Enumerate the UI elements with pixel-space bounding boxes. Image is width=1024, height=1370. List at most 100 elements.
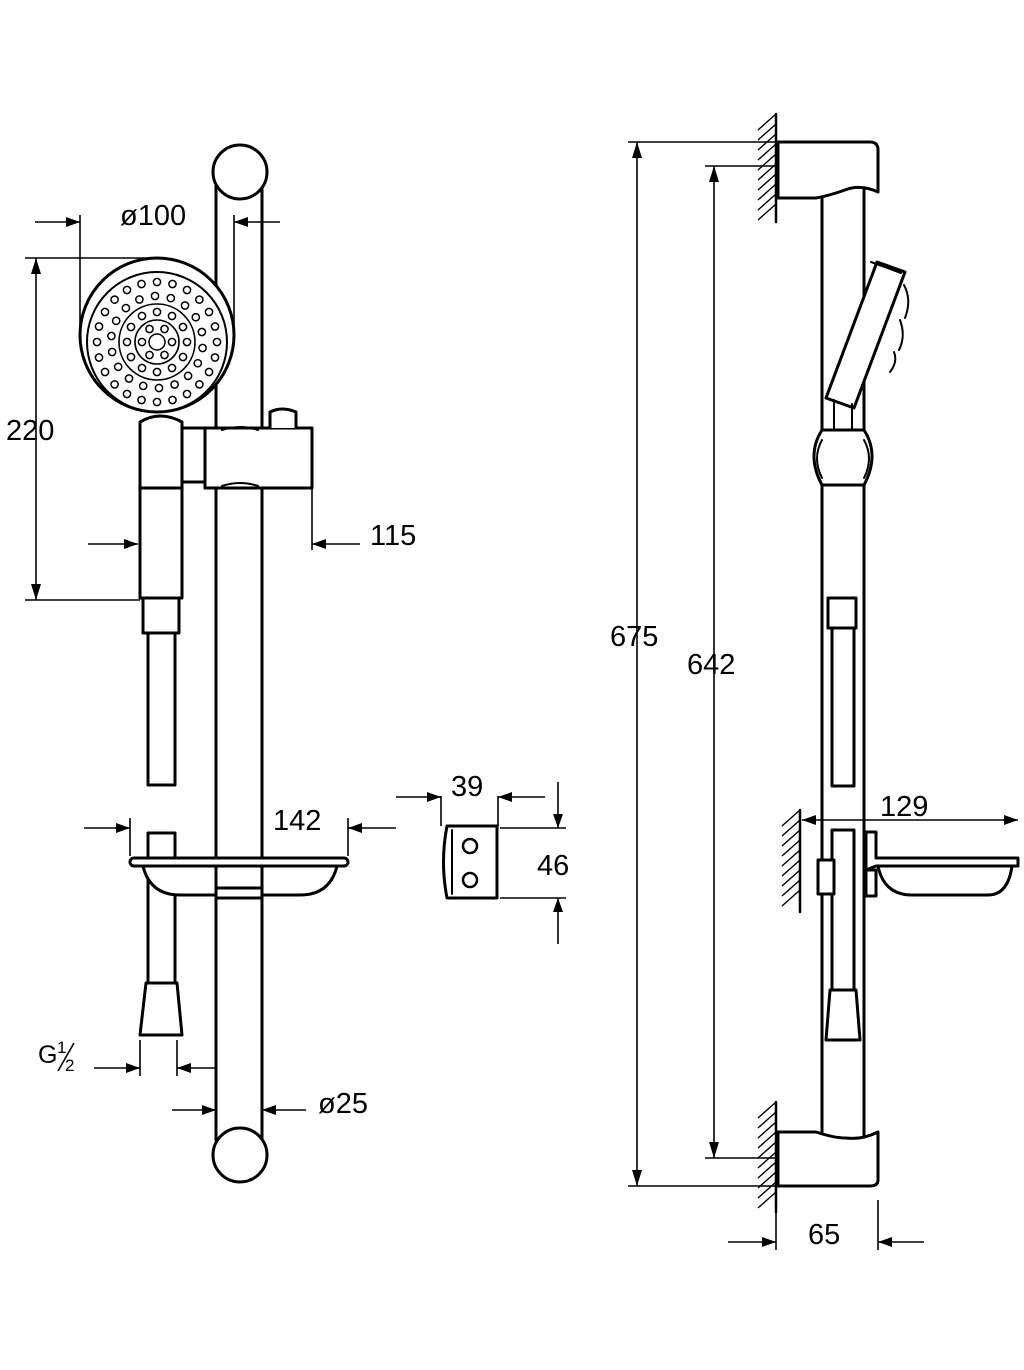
nozzle-hole — [182, 337, 192, 347]
hatch-line — [757, 193, 777, 211]
hatch-line — [781, 869, 801, 887]
side-holder — [812, 399, 874, 487]
hatch-line — [757, 1101, 777, 1119]
nozzle-hole — [100, 367, 110, 377]
nozzle-hole — [137, 363, 147, 373]
hatch-line — [757, 1131, 777, 1149]
nozzle-hole — [180, 301, 190, 310]
dim-bracket-width — [396, 792, 545, 826]
label-dish-depth: 129 — [880, 791, 928, 823]
nozzle-hole — [110, 380, 119, 389]
nozzle-hole — [154, 383, 164, 393]
nozzle-hole — [204, 307, 214, 317]
hatch-line — [781, 829, 801, 847]
side-bottom-bracket — [776, 1130, 880, 1188]
wall-hatch-middle — [781, 808, 802, 914]
hatch-line — [757, 1181, 777, 1199]
dim-wall-offset — [728, 1200, 924, 1250]
nozzle-hole — [170, 380, 179, 389]
nozzle-hole — [160, 324, 169, 334]
hatch-line — [781, 839, 801, 857]
dim-total-height — [628, 141, 776, 1187]
hatch-line — [757, 203, 777, 221]
nozzle-hole — [210, 322, 220, 331]
dim-rail-diameter — [172, 1105, 306, 1115]
nozzle-hole — [152, 367, 162, 377]
nozzle-hole — [107, 347, 117, 357]
nozzle-holes — [92, 277, 222, 407]
label-head-diameter: ø100 — [120, 200, 186, 232]
dim-bracket-height — [500, 782, 566, 944]
nozzle-hole — [145, 324, 154, 334]
nozzle-hole — [167, 311, 177, 321]
nozzle-hole — [100, 307, 110, 317]
nozzle-hole — [178, 352, 188, 362]
hatch-line — [757, 1191, 777, 1209]
side-hose — [824, 596, 862, 1042]
nozzle-hole — [94, 353, 104, 362]
nozzle-hole — [193, 358, 203, 368]
dim-thread — [94, 1040, 216, 1076]
front-soap-dish — [128, 856, 350, 900]
hatch-line — [781, 879, 801, 897]
hatch-line — [781, 859, 801, 877]
nozzle-hole — [111, 316, 121, 326]
front-holder — [138, 407, 314, 495]
hatch-line — [757, 123, 777, 141]
label-thread: G 1 2 — [38, 1038, 75, 1075]
front-rail — [211, 143, 269, 1184]
nozzle-hole — [145, 350, 154, 360]
bracket-detail: 39 46 — [396, 771, 569, 944]
wall-hatch-bottom — [757, 1100, 778, 1214]
nozzle-hole — [204, 367, 214, 377]
hatch-line — [781, 809, 801, 827]
nozzle-hole — [212, 337, 222, 347]
label-thread-den: 2 — [65, 1056, 74, 1075]
front-hose — [138, 486, 184, 1037]
side-soap-dish — [816, 830, 1020, 898]
nozzle-hole — [191, 312, 201, 322]
dim-head-diameter — [35, 215, 280, 330]
nozzle-hole — [107, 331, 116, 341]
front-view: ø100 220 115 142 ø25 G 1 2 — [6, 143, 416, 1184]
nozzle-hole — [122, 337, 132, 347]
dim-head-height — [25, 257, 150, 601]
label-bracket-height: 46 — [537, 850, 569, 882]
nozzle-hole — [160, 350, 169, 360]
nozzle-hole — [168, 395, 177, 405]
hatch-line — [781, 889, 801, 907]
hatch-line — [781, 819, 801, 837]
label-rail-diameter: ø25 — [318, 1088, 368, 1120]
front-shower-head — [78, 256, 236, 414]
hatch-line — [757, 173, 777, 191]
wall-hatch-top — [757, 112, 778, 224]
hatch-line — [757, 1151, 777, 1169]
nozzle-hole — [92, 337, 102, 347]
nozzle-hole — [126, 352, 136, 362]
hatch-line — [757, 113, 777, 131]
nozzle-hole — [167, 363, 177, 373]
nozzle-hole — [126, 322, 136, 332]
nozzle-hole — [152, 277, 162, 287]
nozzle-hole — [137, 337, 147, 347]
nozzle-hole — [124, 374, 134, 383]
label-dish-width-front: 142 — [273, 805, 321, 837]
nozzle-hole — [197, 327, 207, 337]
label-holder-offset: 115 — [370, 520, 416, 552]
nozzle-hole — [150, 291, 160, 301]
label-total-height: 675 — [610, 621, 658, 653]
hatch-line — [757, 1161, 777, 1179]
nozzle-hole — [166, 293, 176, 303]
nozzle-hole — [183, 371, 193, 381]
dim-holder-offset — [88, 488, 360, 550]
nozzle-hole — [198, 343, 207, 353]
dim-dish-width — [84, 818, 396, 856]
hatch-line — [757, 1121, 777, 1139]
side-view: 675 642 129 65 — [610, 112, 1020, 1251]
nozzle-hole — [122, 389, 132, 399]
nozzle-hole — [152, 397, 162, 407]
nozzle-hole — [121, 303, 131, 313]
nozzle-hole — [182, 389, 192, 399]
side-shower-head — [824, 260, 910, 410]
